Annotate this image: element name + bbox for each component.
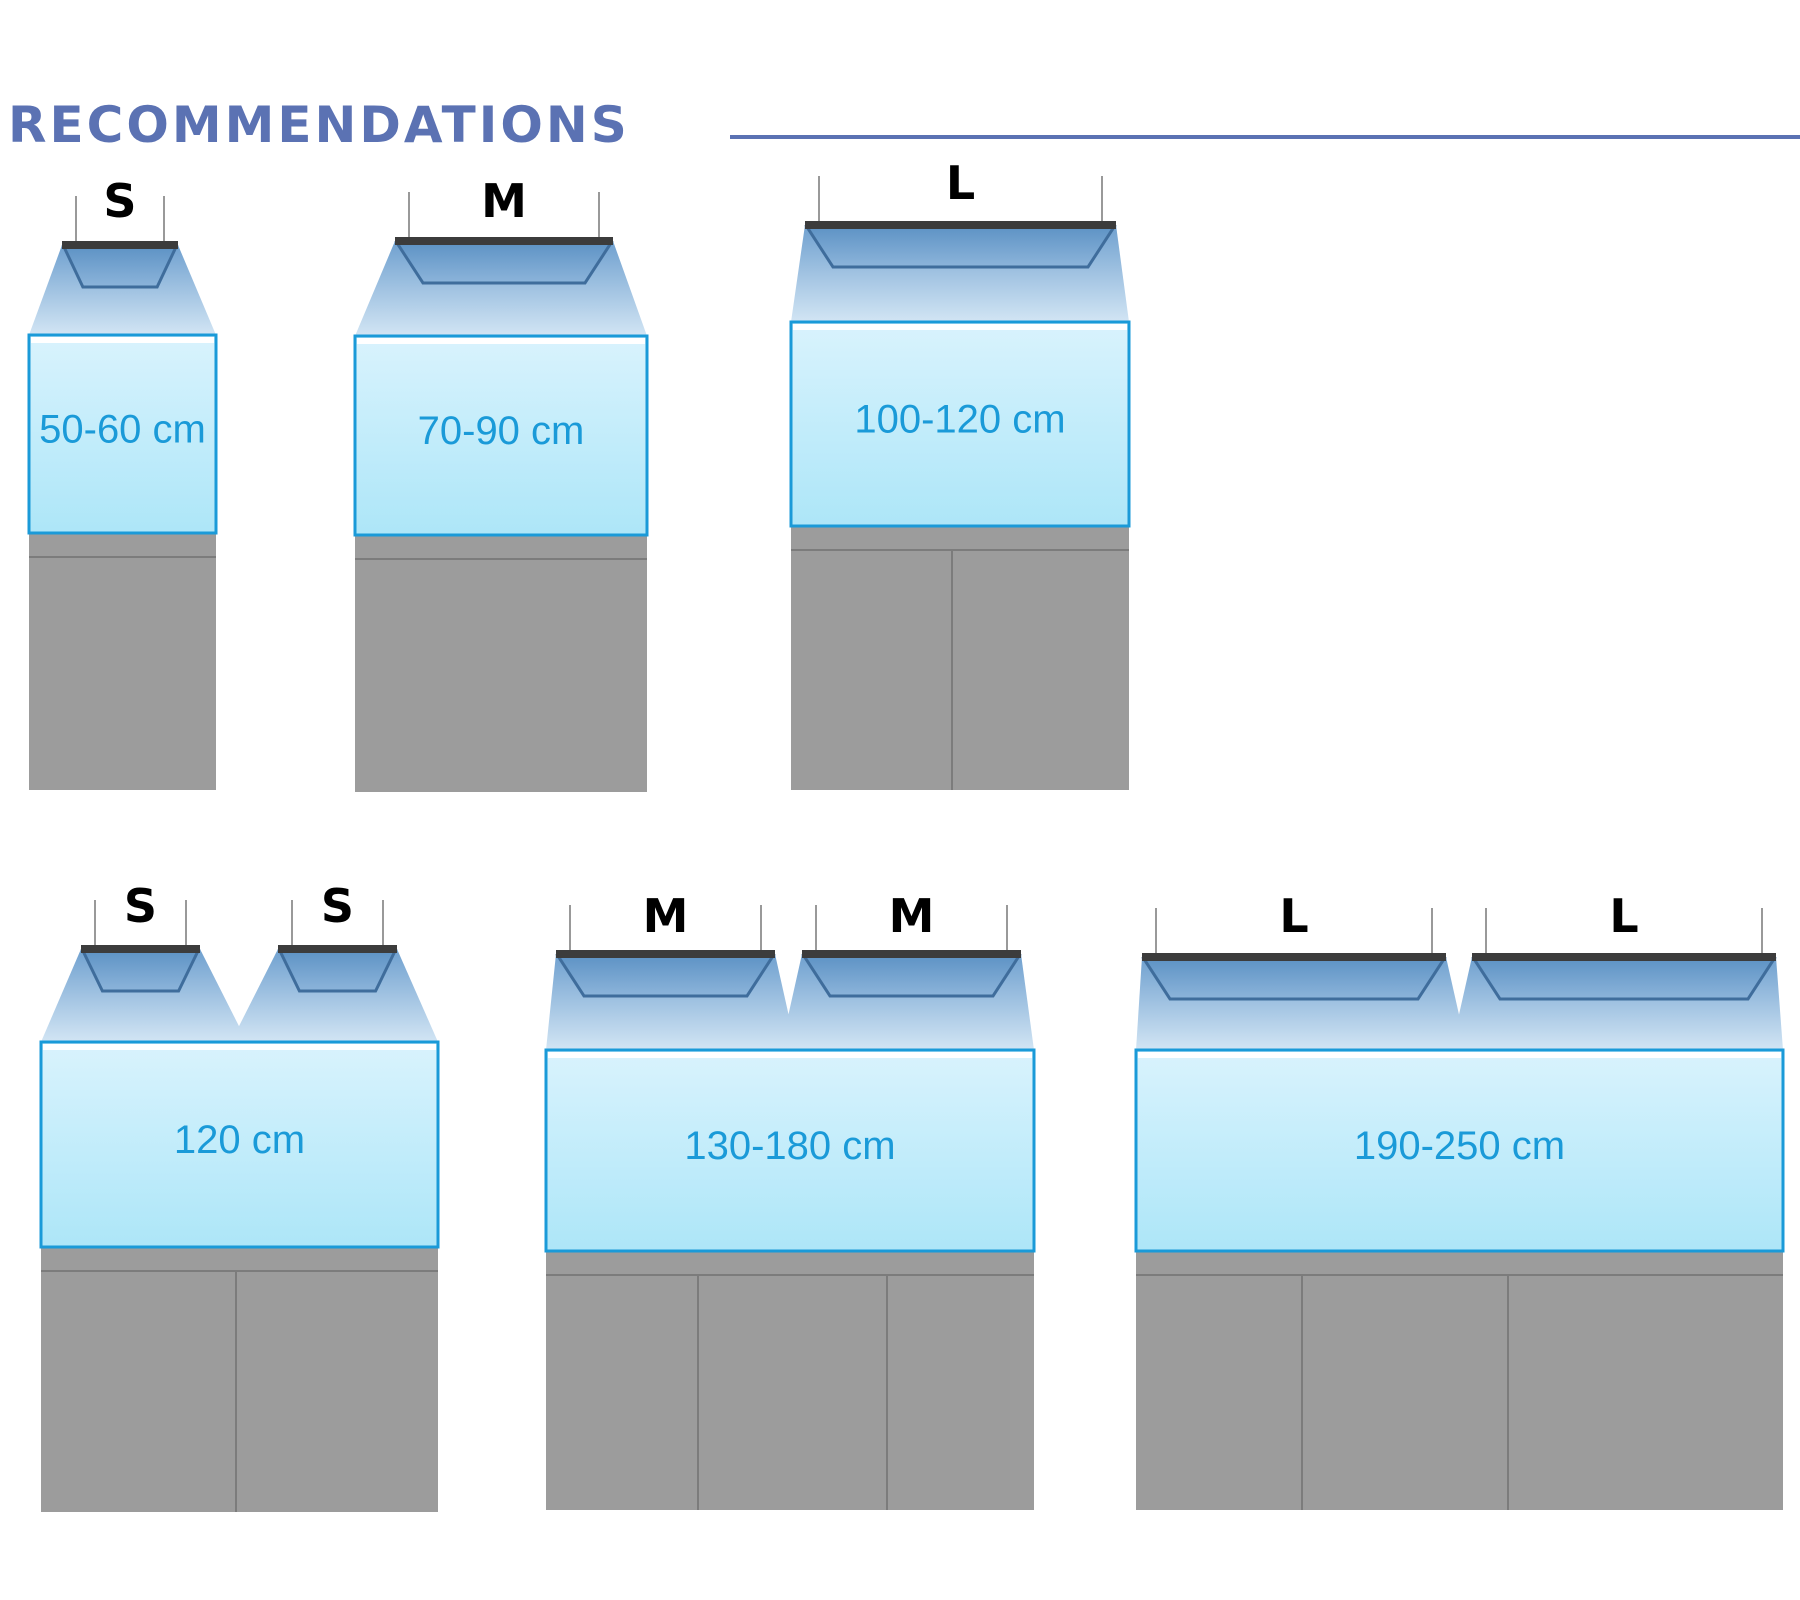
- water-surface: [548, 1052, 1032, 1058]
- lamp-head: [1471, 957, 1777, 1001]
- lamp-size-label: M: [481, 174, 527, 228]
- tank-setup: 190-250 cm L L: [1134, 889, 1785, 1510]
- lamp-fixture: S: [61, 174, 179, 289]
- tank-setup: 100-120 cm L: [789, 156, 1131, 790]
- lamp-head: [804, 225, 1117, 269]
- lamp-bar: [805, 221, 1116, 229]
- tank-setup: 50-60 cm S: [27, 174, 218, 790]
- tank-length-label: 130-180 cm: [684, 1124, 895, 1168]
- lamp-bar: [802, 950, 1021, 958]
- aquarium-tank: [353, 334, 649, 537]
- lamp-head: [80, 949, 201, 993]
- lamp-head: [61, 245, 179, 289]
- lamp-bar: [278, 945, 397, 953]
- lamp-fixture: L: [1471, 889, 1777, 1001]
- cabinet: [1136, 1251, 1783, 1510]
- lamp-fixture: L: [1141, 889, 1447, 1001]
- lamp-bar: [1142, 953, 1446, 961]
- cabinet: [29, 533, 216, 790]
- lamp-fixture: M: [555, 889, 776, 998]
- water-surface: [1138, 1052, 1781, 1058]
- water-surface: [31, 337, 214, 343]
- lamp-bar: [556, 950, 775, 958]
- lamp-fixture: M: [394, 174, 614, 285]
- tank-length-label: 190-250 cm: [1354, 1124, 1565, 1168]
- lamp-size-label: S: [321, 879, 354, 933]
- cabinet: [791, 526, 1129, 790]
- water-surface: [793, 324, 1127, 330]
- cabinet: [41, 1247, 438, 1512]
- lamp-size-label: S: [103, 174, 136, 228]
- lamp-fixture: S: [80, 879, 201, 993]
- lamp-head: [394, 241, 614, 285]
- tank-setup: 70-90 cm M: [353, 174, 649, 792]
- lamp-bar: [81, 945, 200, 953]
- aquarium-tank: [1134, 1048, 1785, 1253]
- lamp-bar: [395, 237, 613, 245]
- lamp-size-label: S: [124, 879, 157, 933]
- tank-length-label: 70-90 cm: [418, 409, 585, 453]
- lamp-size-label: M: [889, 889, 935, 943]
- lamp-head: [555, 954, 776, 998]
- lamp-size-label: L: [1279, 889, 1308, 943]
- tank-setup: 130-180 cm M M: [544, 889, 1036, 1510]
- aquarium-tank: [544, 1048, 1036, 1253]
- tank-length-label: 50-60 cm: [39, 408, 206, 452]
- cabinet: [355, 535, 647, 792]
- lamp-fixture: M: [801, 889, 1022, 998]
- header-divider: [730, 135, 1800, 139]
- water-surface: [43, 1044, 436, 1050]
- lamp-head: [801, 954, 1022, 998]
- cabinet: [546, 1251, 1034, 1510]
- page-title: RECOMMENDATIONS: [8, 96, 630, 154]
- water-surface: [357, 338, 645, 344]
- tank-length-label: 100-120 cm: [854, 398, 1065, 442]
- aquarium-tank: [789, 320, 1131, 528]
- lamp-bar: [1472, 953, 1776, 961]
- lamp-bar: [62, 241, 178, 249]
- lamp-size-label: L: [1609, 889, 1638, 943]
- lamp-size-label: M: [643, 889, 689, 943]
- lamp-fixture: L: [804, 156, 1117, 269]
- lamp-head: [277, 949, 398, 993]
- lamp-head: [1141, 957, 1447, 1001]
- aquarium-tank: [27, 333, 218, 535]
- tank-length-label: 120 cm: [174, 1118, 305, 1162]
- tank-setup: 120 cm S S: [39, 879, 440, 1512]
- lamp-size-label: L: [946, 156, 975, 210]
- aquarium-tank: [39, 1040, 440, 1249]
- lamp-fixture: S: [277, 879, 398, 993]
